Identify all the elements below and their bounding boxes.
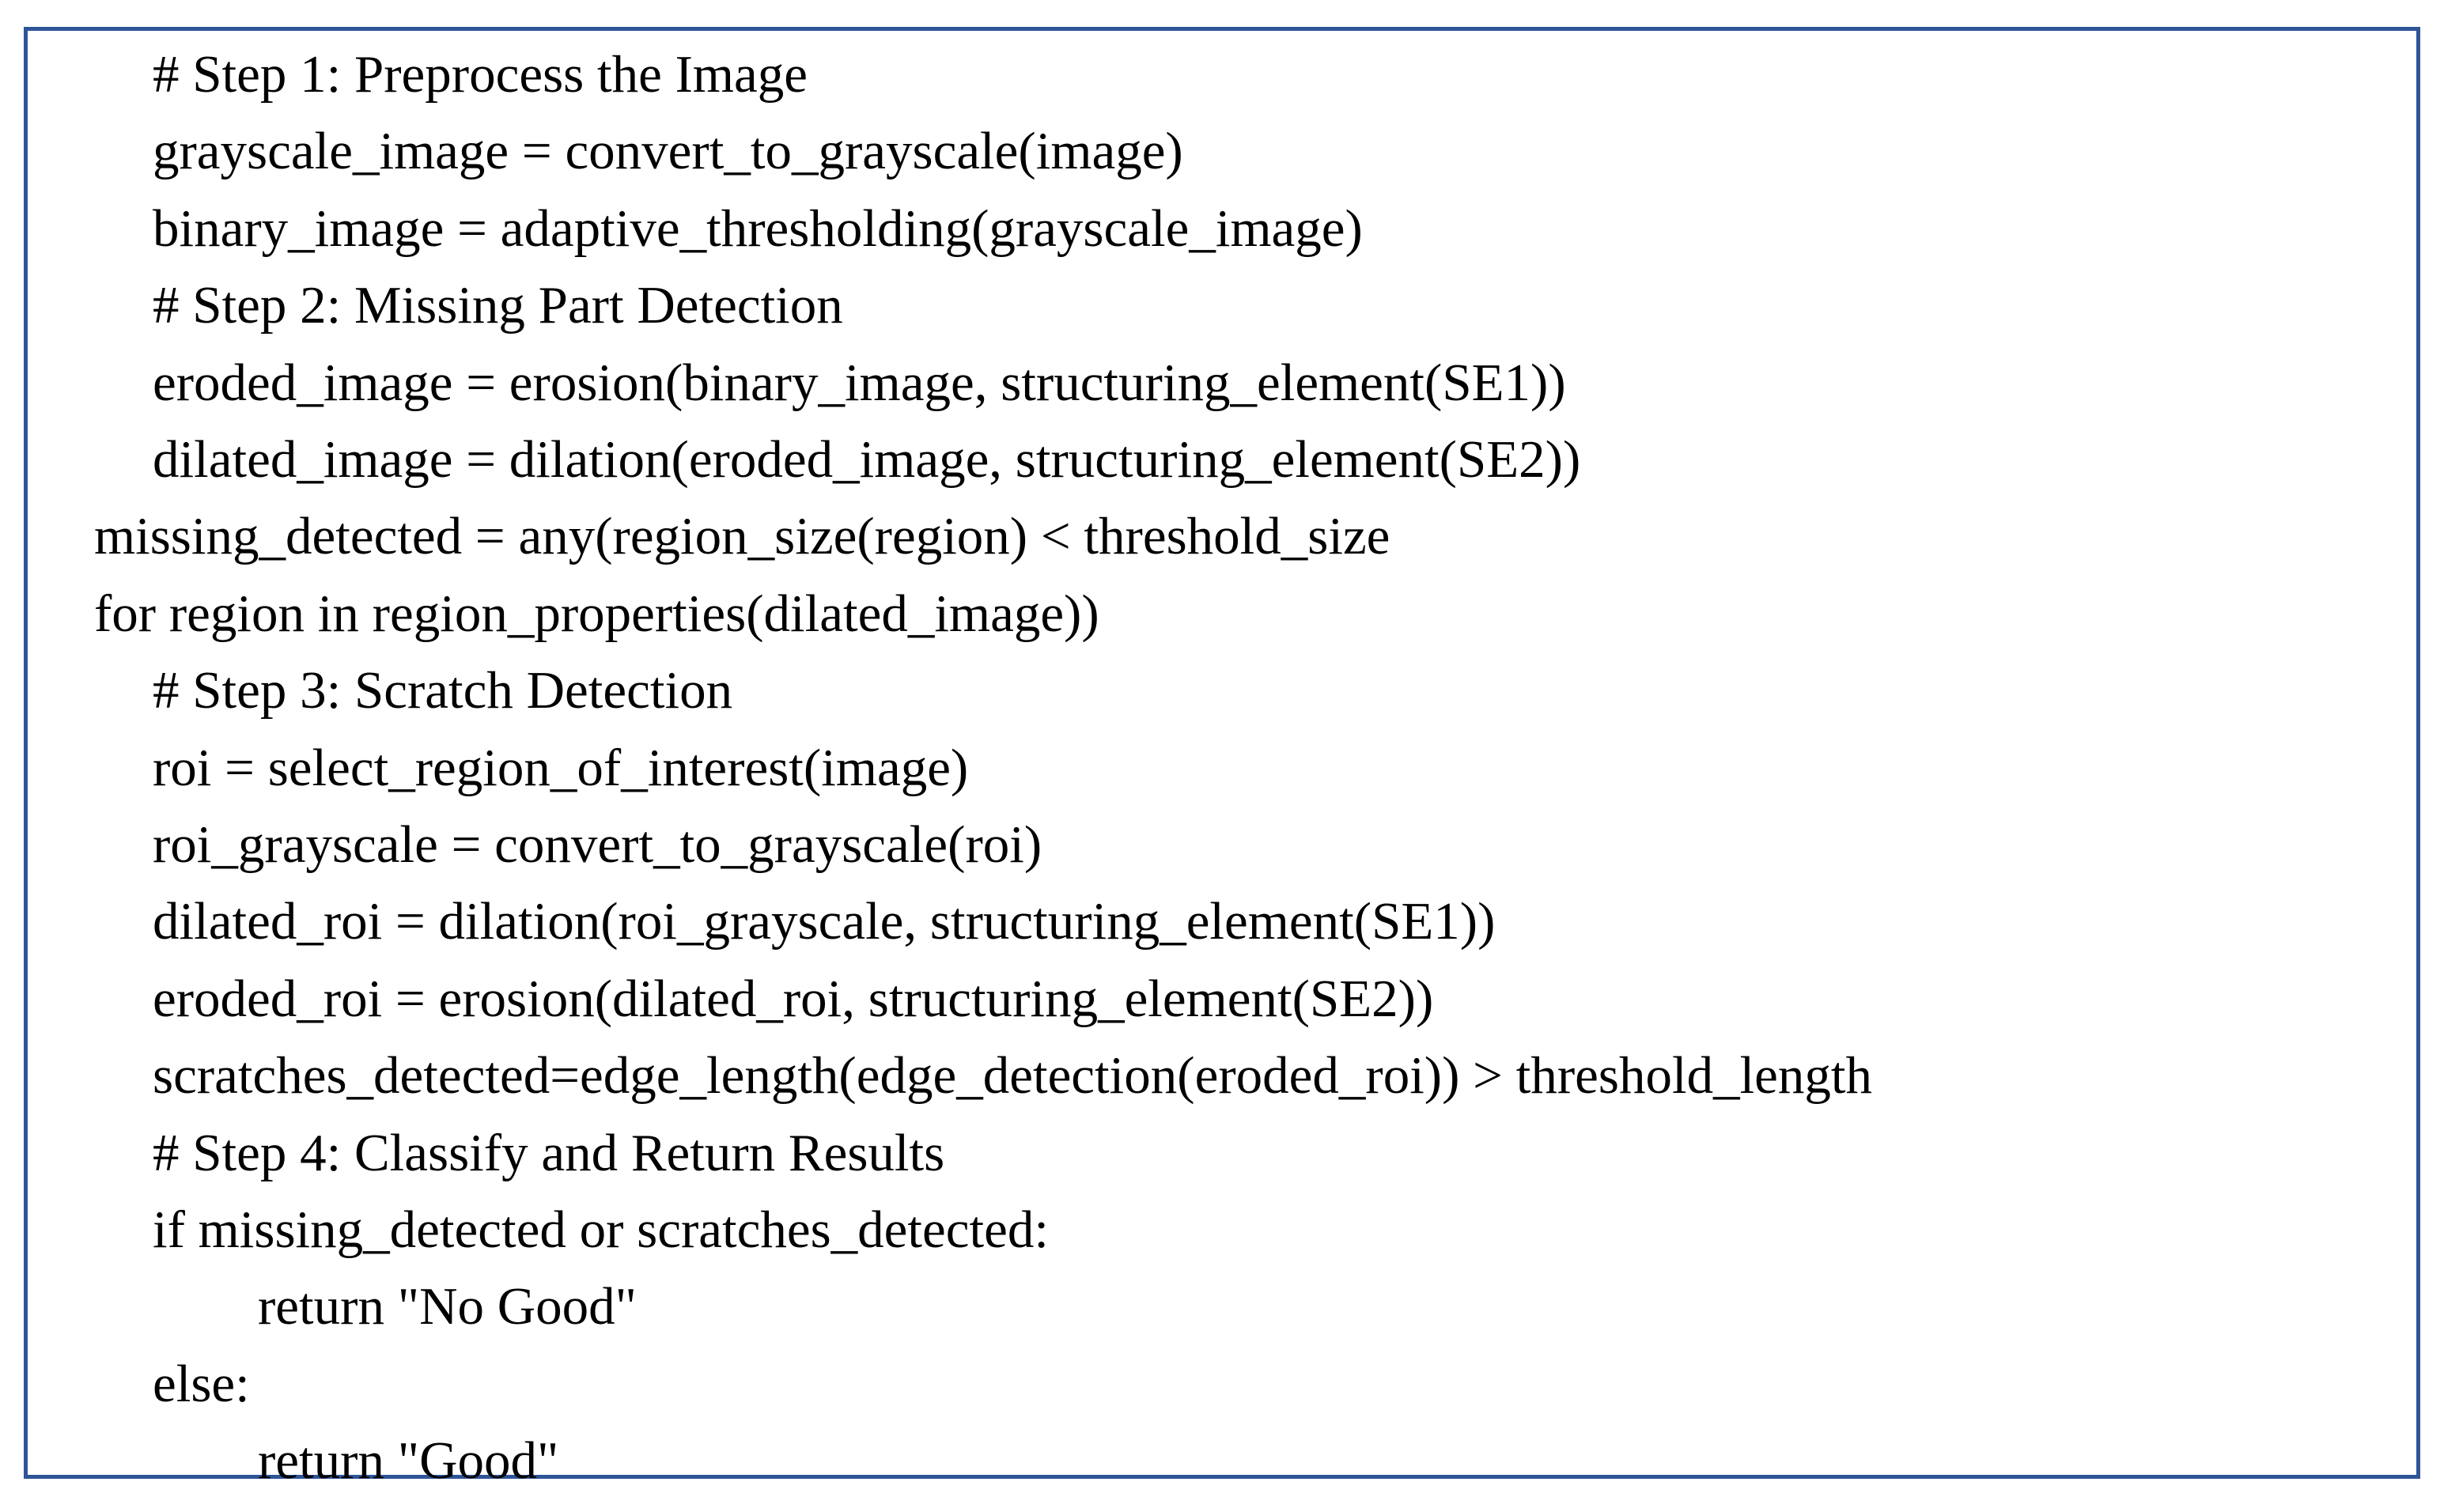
code-line: dilated_image = dilation(eroded_image, s… bbox=[153, 430, 1581, 489]
code-line: dilated_roi = dilation(roi_grayscale, st… bbox=[153, 892, 1496, 951]
code-line: eroded_roi = erosion(dilated_roi, struct… bbox=[153, 969, 1434, 1028]
code-line: # Step 2: Missing Part Detection bbox=[153, 276, 843, 335]
code-line: eroded_image = erosion(binary_image, str… bbox=[153, 353, 1566, 412]
code-line: if missing_detected or scratches_detecte… bbox=[153, 1200, 1049, 1259]
code-line: roi = select_region_of_interest(image) bbox=[153, 738, 969, 797]
code-line: binary_image = adaptive_thresholding(gra… bbox=[153, 198, 1363, 258]
code-line: # Step 1: Preprocess the Image bbox=[153, 45, 808, 104]
code-line: else: bbox=[153, 1354, 250, 1413]
code-block-frame: # Step 1: Preprocess the Image grayscale_… bbox=[24, 27, 2420, 1487]
code-line: return "No Good" bbox=[258, 1277, 637, 1336]
code-line: return "Good" bbox=[258, 1431, 559, 1491]
code-line: # Step 3: Scratch Detection bbox=[153, 661, 733, 720]
code-line: for region in region_properties(dilated_… bbox=[94, 584, 1099, 643]
code-line: missing_detected = any(region_size(regio… bbox=[94, 507, 1390, 566]
code-line: grayscale_image = convert_to_grayscale(i… bbox=[153, 122, 1183, 181]
code-line: roi_grayscale = convert_to_grayscale(roi… bbox=[153, 815, 1042, 874]
code-line: scratches_detected=edge_length(edge_dete… bbox=[153, 1046, 1873, 1106]
code-line: # Step 4: Classify and Return Results bbox=[153, 1123, 945, 1182]
code-listing: # Step 1: Preprocess the Image grayscale_… bbox=[28, 31, 2416, 1487]
